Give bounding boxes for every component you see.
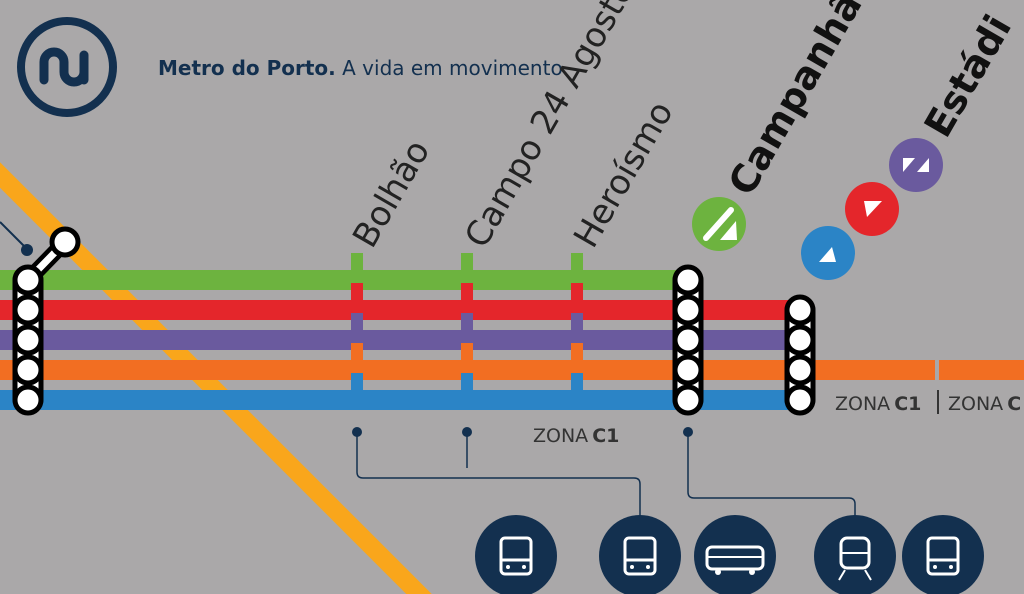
station-label-bolhao[interactable]: Bolhão (345, 133, 438, 254)
bus-icon[interactable] (599, 515, 681, 594)
bus-icon[interactable] (475, 515, 557, 594)
line-c (0, 270, 690, 290)
station-ticks (351, 253, 583, 397)
interchange-left[interactable] (12, 226, 81, 416)
connector-line (0, 221, 25, 247)
metro-logo (17, 17, 117, 117)
connection-lines (356, 432, 856, 520)
line-f-continued (939, 360, 1024, 380)
train-icon[interactable] (814, 515, 896, 594)
interchange-estadio[interactable] (784, 294, 816, 416)
station-label-campanha[interactable]: Campanhã (720, 0, 871, 202)
connection-dot (21, 244, 33, 256)
connection-dot (462, 427, 472, 437)
interchange-campanha[interactable] (672, 264, 704, 416)
line-a-badge (801, 226, 855, 280)
connection-dot (683, 427, 693, 437)
tagline: Metro do Porto. A vida em movimento. (158, 56, 569, 80)
station-label-estadio[interactable]: Estádi (916, 8, 1020, 145)
coach-icon[interactable] (694, 515, 776, 594)
station-label-heroismo[interactable]: Heroísmo (566, 95, 681, 255)
line-a (0, 390, 800, 410)
line-c-badge (692, 197, 746, 251)
connection-dot (352, 427, 362, 437)
line-b (0, 300, 800, 320)
line-b-badge (845, 182, 899, 236)
bus-icon[interactable] (902, 515, 984, 594)
line-e (0, 330, 800, 350)
line-e-badge (889, 138, 943, 192)
